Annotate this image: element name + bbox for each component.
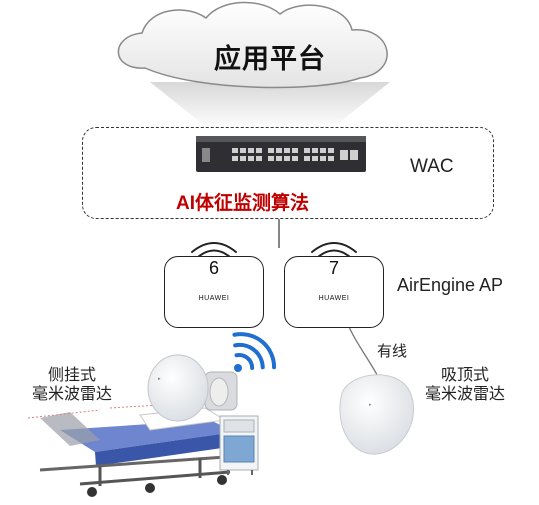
cloud-tail: [150, 82, 390, 130]
wireless-signal-icon: [232, 332, 277, 372]
wac-label: WAC: [410, 156, 454, 177]
cloud-shape: [117, 1, 388, 89]
side-radar-label-line2: 毫米波雷达: [31, 386, 112, 403]
ap7-wifi-icon: [311, 242, 357, 258]
ap-7-number: 7: [328, 258, 339, 278]
svg-text:▸: ▸: [369, 402, 372, 408]
ap-7-brand: HUAWEI: [318, 295, 350, 302]
wired-label: 有线: [377, 343, 408, 360]
ai-algorithm-label: AI体征监测算法: [176, 193, 310, 214]
bedside-cabinet: [219, 415, 259, 475]
svg-text:▸: ▸: [158, 376, 161, 382]
ap6-wifi-icon: [191, 242, 237, 258]
side-radar-label-line1: 侧挂式: [47, 367, 96, 384]
ceiling-radar-label-line1: 吸顶式: [440, 367, 489, 384]
ap-6-number: 6: [208, 258, 219, 278]
wac-box: [82, 127, 494, 219]
ap-6-box: [164, 256, 264, 328]
ceiling-radar-device: ▸: [339, 374, 415, 455]
ap-6-brand: HUAWEI: [198, 295, 230, 302]
ceiling-radar-label: 吸顶式 毫米波雷达: [415, 366, 515, 404]
wac-device: [196, 136, 366, 172]
side-radar-label: 侧挂式 毫米波雷达: [27, 366, 117, 404]
side-radar-device: ▸: [147, 354, 238, 422]
ceiling-radar-label-line2: 毫米波雷达: [424, 386, 505, 403]
cloud-title: 应用平台: [214, 44, 326, 74]
ap-7-box: [284, 256, 384, 328]
hospital-bed-image: [27, 401, 241, 497]
airengine-ap-label: AirEngine AP: [397, 275, 504, 295]
